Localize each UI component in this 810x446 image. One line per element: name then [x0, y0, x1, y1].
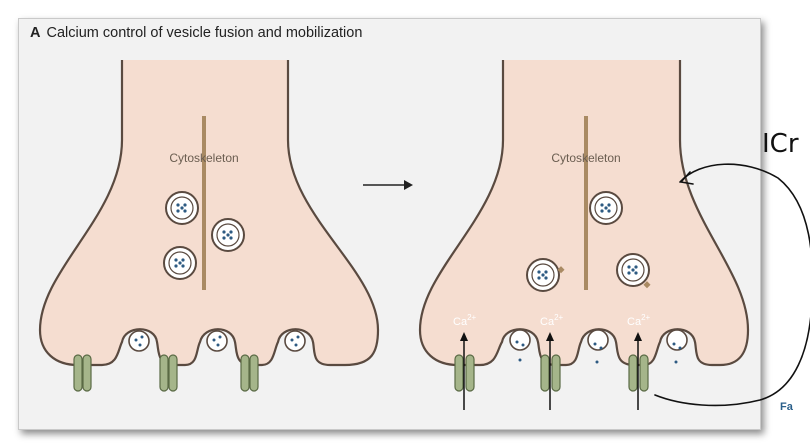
right-cytoskeleton-label: Cytoskeleton — [551, 151, 620, 165]
left-docked-vesicle-3 — [284, 330, 306, 352]
left-channel-3 — [240, 354, 259, 392]
left-terminal-membrane — [38, 60, 380, 367]
caption-fragment: Fa — [780, 401, 794, 413]
calcium-label-1: Ca2+ — [453, 313, 477, 328]
left-channel-1 — [73, 354, 92, 392]
handwritten-loop — [654, 163, 810, 407]
right-fusing-vesicle-1 — [509, 329, 531, 362]
right-cytoskeleton — [584, 116, 588, 290]
right-channel-2 — [540, 354, 561, 392]
calcium-label-2: Ca2+ — [540, 313, 564, 328]
right-fusing-vesicle-2 — [587, 329, 609, 364]
right-channel-3 — [628, 354, 649, 392]
handwritten-arrowhead — [680, 171, 694, 185]
left-vesicle-2 — [211, 218, 245, 252]
left-channel-2 — [159, 354, 178, 392]
handwritten-annotation: ICr — [654, 129, 810, 407]
calcium-label-3: Ca2+ — [627, 313, 651, 328]
left-cytoskeleton-label: Cytoskeleton — [169, 151, 238, 165]
right-fusing-vesicle-3 — [666, 329, 688, 364]
right-vesicle-2 — [526, 258, 565, 292]
left-terminal: Cytoskeleton — [38, 60, 380, 392]
right-vesicle-1 — [589, 191, 623, 225]
left-vesicle-1 — [165, 191, 199, 225]
panel-title: Calcium control of vesicle fusion and mo… — [46, 25, 363, 41]
transition-arrow — [363, 180, 413, 190]
left-docked-vesicle-2 — [206, 330, 228, 352]
right-terminal: Cytoskeleton — [418, 60, 750, 410]
left-cytoskeleton — [202, 116, 206, 290]
calcium-arrow-3 — [634, 332, 642, 410]
handwritten-text: ICr — [762, 129, 799, 159]
right-channel-1 — [454, 354, 475, 392]
right-vesicle-3 — [616, 253, 651, 289]
panel-letter: A — [30, 25, 41, 41]
left-docked-vesicle-1 — [128, 330, 150, 352]
calcium-arrow-2 — [546, 332, 554, 410]
left-vesicle-3 — [163, 246, 197, 280]
figure-title: A Calcium control of vesicle fusion and m… — [30, 25, 362, 41]
calcium-arrow-1 — [460, 332, 468, 410]
